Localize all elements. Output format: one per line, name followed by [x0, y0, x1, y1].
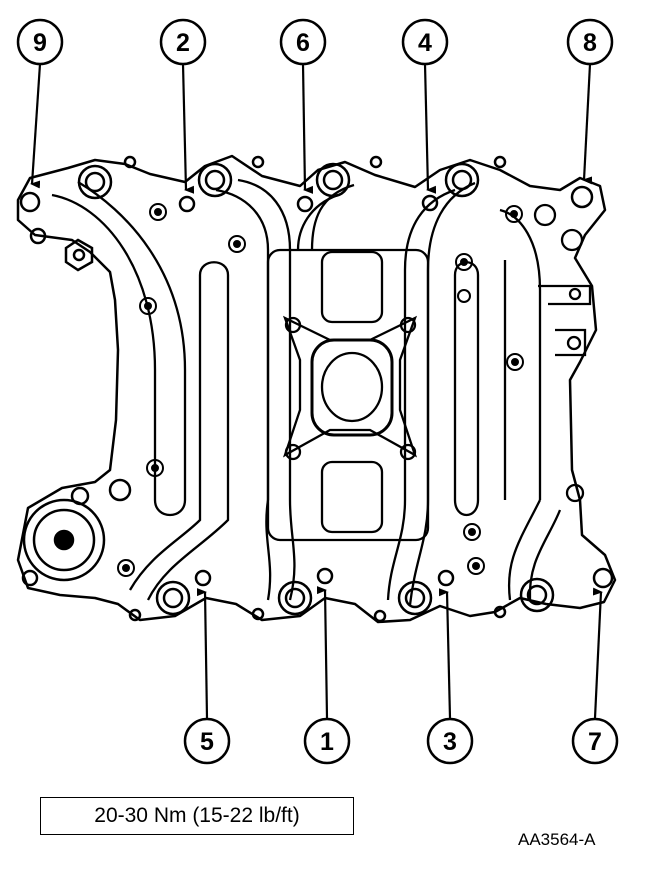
- bolt-8: [570, 185, 594, 209]
- bolt-6: [296, 195, 314, 213]
- bolt-holes: [19, 185, 614, 589]
- bolt-1: [316, 567, 334, 585]
- svg-text:7: 7: [588, 728, 602, 756]
- top-intake-ports: [77, 155, 507, 200]
- runner-tubes: [51, 178, 562, 606]
- bolt-5: [194, 569, 212, 587]
- svg-text:4: 4: [418, 29, 432, 57]
- svg-text:3: 3: [443, 728, 457, 756]
- callout-2: 2: [159, 18, 207, 66]
- bolt-3: [437, 569, 455, 587]
- bolt-4: [421, 194, 439, 212]
- svg-text:8: 8: [583, 29, 597, 57]
- callout-5: 5: [183, 717, 231, 765]
- torque-spec-text: 20-30 Nm (15-22 lb/ft): [94, 804, 300, 827]
- stud-nuts: [117, 203, 524, 577]
- throttle-body: [266, 248, 430, 542]
- callout-4: 4: [401, 18, 449, 66]
- svg-text:6: 6: [296, 29, 310, 57]
- svg-text:1: 1: [320, 728, 334, 756]
- callout-7: 7: [571, 717, 619, 765]
- svg-text:5: 5: [200, 728, 214, 756]
- bolt-7: [592, 567, 614, 589]
- callout-3: 3: [426, 717, 474, 765]
- manifold-body: [16, 154, 617, 624]
- figure-id: AA3564-A: [518, 830, 596, 849]
- callout-9: 9: [16, 18, 64, 66]
- bolt-9: [19, 191, 41, 213]
- callout-8: 8: [566, 18, 614, 66]
- bolt-2: [178, 195, 196, 213]
- callout-1: 1: [303, 717, 351, 765]
- svg-text:9: 9: [33, 29, 47, 57]
- svg-text:2: 2: [176, 29, 190, 57]
- coolant-outlet: [21, 238, 132, 587]
- bottom-intake-ports: [128, 577, 555, 623]
- callout-6: 6: [279, 18, 327, 66]
- right-bracket: [533, 203, 592, 503]
- torque-spec-box: 20-30 Nm (15-22 lb/ft): [40, 797, 354, 835]
- callout-arrows: [30, 63, 603, 719]
